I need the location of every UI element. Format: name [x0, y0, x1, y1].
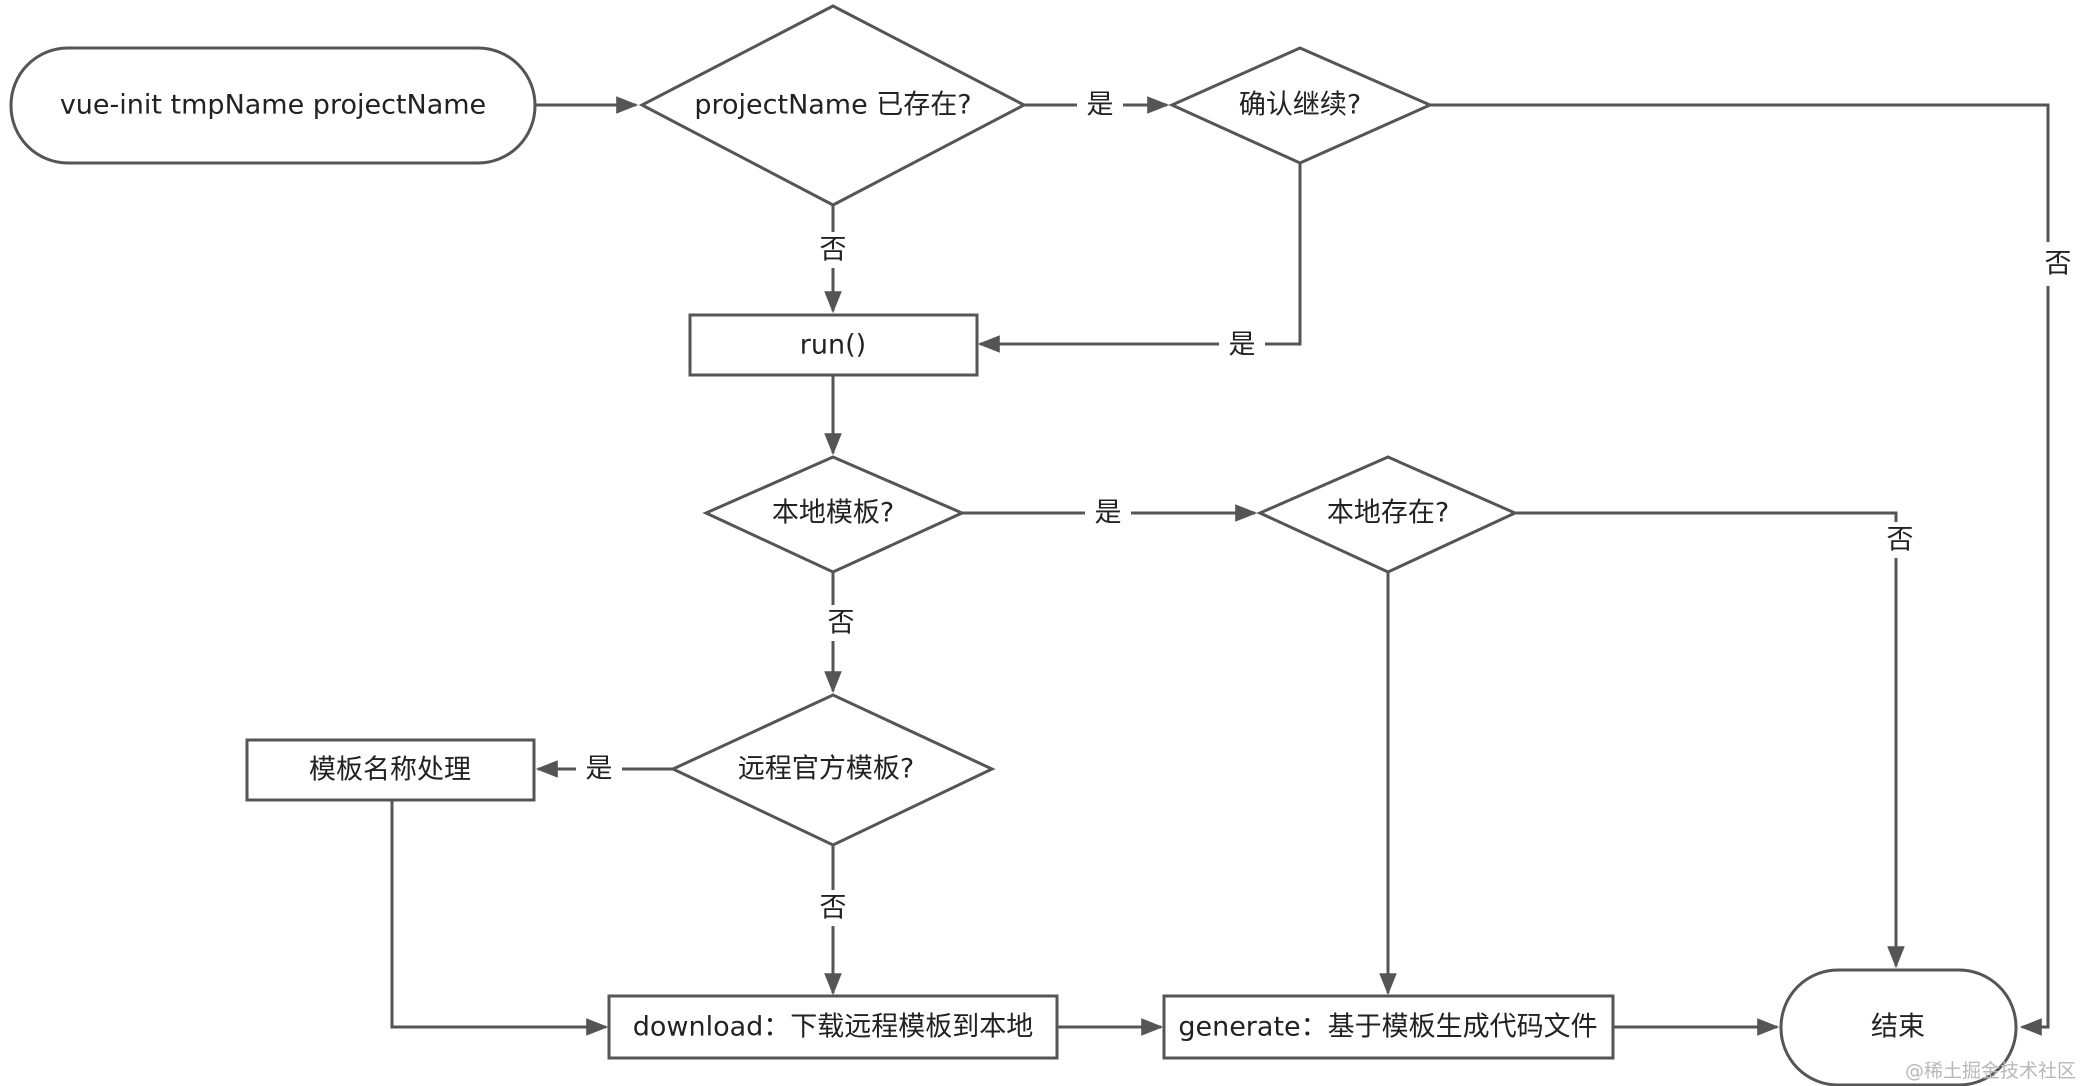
label-confirm-no: 否: [2045, 249, 2072, 280]
edge-template-name-to-download: [390, 800, 609, 1036]
node-download: download：下载远程模板到本地: [607, 994, 1059, 1060]
edges-group: [390, 96, 2050, 1036]
label-local-exists-no: 否: [1887, 525, 1914, 556]
edge-labels-group: 是 否 是 否 是 否 否 是 否: [576, 87, 2072, 926]
node-confirm-continue: 确认继续?: [1168, 46, 1434, 165]
node-confirm-continue-label: 确认继续?: [1239, 90, 1361, 121]
node-run-label: run(): [800, 330, 866, 361]
node-template-name-label: 模板名称处理: [309, 755, 471, 786]
node-local-exists-label: 本地存在?: [1327, 498, 1449, 529]
label-confirm-yes: 是: [1229, 330, 1256, 361]
node-generate: generate：基于模板生成代码文件: [1162, 994, 1615, 1060]
label-project-exists-yes: 是: [1087, 90, 1114, 121]
label-project-exists-no: 否: [820, 235, 847, 266]
edge-confirm-no: [1430, 103, 2050, 1036]
node-generate-label: generate：基于模板生成代码文件: [1178, 1012, 1597, 1043]
watermark-text: @稀土掘金技术社区: [1905, 1060, 2076, 1082]
node-start: vue-init tmpName projectName: [9, 46, 537, 165]
node-project-exists: projectName 已存在?: [638, 4, 1028, 207]
edge-confirm-yes: [977, 163, 1302, 353]
edge-local-exists-no: [1515, 511, 1905, 969]
node-local-template-label: 本地模板?: [772, 498, 894, 529]
label-remote-official-no: 否: [820, 893, 847, 924]
nodes-group: vue-init tmpName projectName projectName…: [9, 4, 2018, 1086]
node-end-label: 结束: [1871, 1012, 1925, 1043]
label-local-template-no: 否: [828, 608, 855, 639]
node-start-label: vue-init tmpName projectName: [60, 90, 486, 121]
label-remote-official-yes: 是: [586, 754, 613, 785]
node-end: 结束: [1779, 968, 2018, 1086]
node-template-name: 模板名称处理: [245, 738, 536, 802]
label-local-template-yes: 是: [1095, 498, 1122, 529]
node-remote-official: 远程官方模板?: [669, 693, 996, 847]
node-local-exists: 本地存在?: [1256, 455, 1519, 574]
node-local-template: 本地模板?: [702, 455, 966, 574]
node-remote-official-label: 远程官方模板?: [738, 754, 914, 785]
node-project-exists-label: projectName 已存在?: [694, 90, 971, 121]
node-run: run(): [688, 313, 979, 377]
node-download-label: download：下载远程模板到本地: [633, 1012, 1034, 1043]
